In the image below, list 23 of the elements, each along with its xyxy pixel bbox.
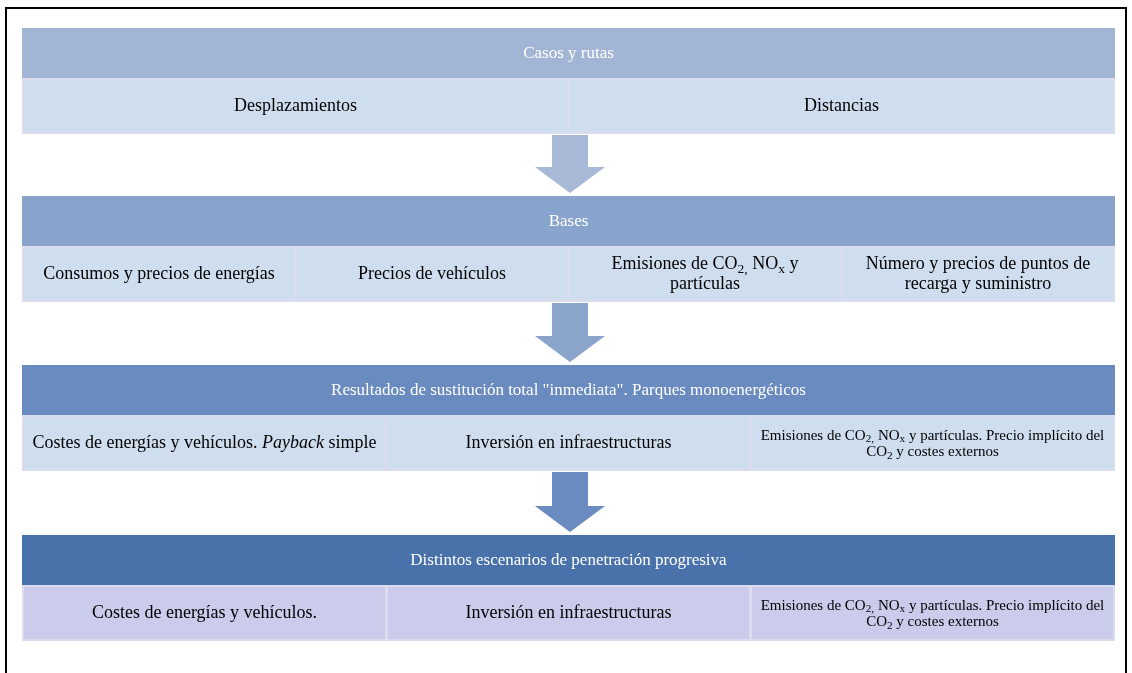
- band-heading: Distintos escenarios de penetración progresiva: [410, 549, 727, 572]
- cell-text: Distancias: [804, 96, 879, 116]
- cell-text: Costes de energías y vehículos. Payback simple: [32, 433, 377, 453]
- cell-text: Número y precios de puntos de recarga y suministro: [864, 254, 1092, 294]
- block-arrow: [535, 472, 605, 532]
- cell-text: Consumos y precios de energías: [43, 264, 275, 284]
- band: [22, 535, 1115, 641]
- cell-text: Inversión en infraestructuras: [465, 433, 672, 453]
- band-heading: Resultados de sustitución total "inmediata". Parques monoenergéticos: [331, 379, 806, 402]
- block-arrow: [535, 303, 605, 362]
- band-heading: Bases: [548, 210, 589, 233]
- cell-text: Desplazamientos: [234, 96, 357, 116]
- block-arrow: [535, 135, 605, 193]
- band: [22, 28, 1115, 134]
- cell-text: Costes de energías y vehículos.: [91, 603, 318, 623]
- cell-text: Emisiones de CO$_{2,}$ NO$_{x}$ y partículas: [610, 254, 800, 294]
- cell-text: Precios de vehículos: [358, 264, 506, 284]
- cell-text: Emisiones de CO$_{2,}$ NO$_{x}$ y partículas. Precio implícito del CO$_{2}$ y costes externos: [760, 596, 1105, 630]
- band: [22, 196, 1115, 302]
- cell-text: Inversión en infraestructuras: [465, 603, 672, 623]
- cell-text: Emisiones de CO$_{2,}$ NO$_{x}$ y partículas. Precio implícito del CO$_{2}$ y costes externos: [760, 426, 1105, 460]
- band-heading: Casos y rutas: [523, 42, 614, 65]
- band: [22, 365, 1115, 471]
